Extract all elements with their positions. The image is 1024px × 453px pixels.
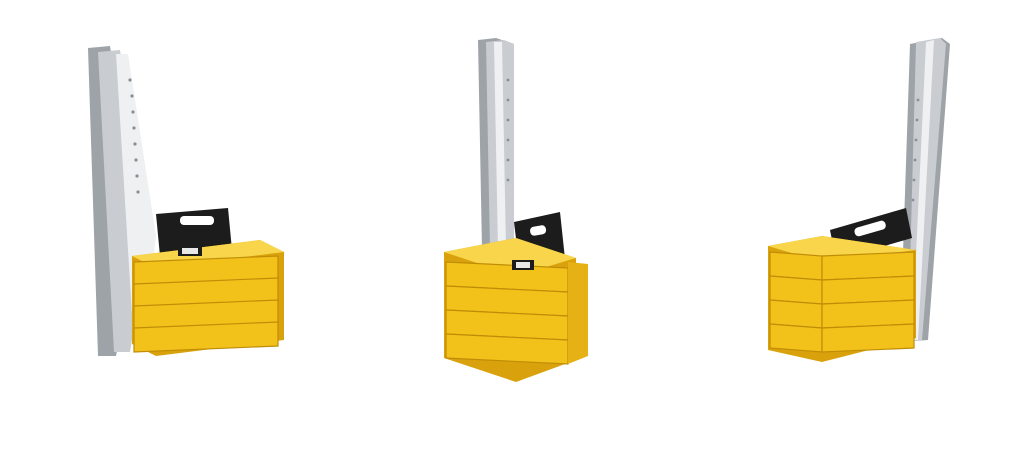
weight-stack [132, 240, 284, 356]
carry-handle-icon [156, 208, 232, 256]
weighted-post-stand-right [760, 0, 970, 400]
weighted-post-stand-center [430, 0, 620, 400]
weighted-post-stand-left [70, 0, 300, 400]
stand-left-illustration [88, 46, 284, 356]
stand-center-illustration [444, 38, 588, 382]
stand-right-illustration [768, 38, 950, 362]
aluminum-post-icon [478, 38, 514, 250]
weight-stack [444, 238, 588, 382]
weight-stack [768, 236, 916, 362]
